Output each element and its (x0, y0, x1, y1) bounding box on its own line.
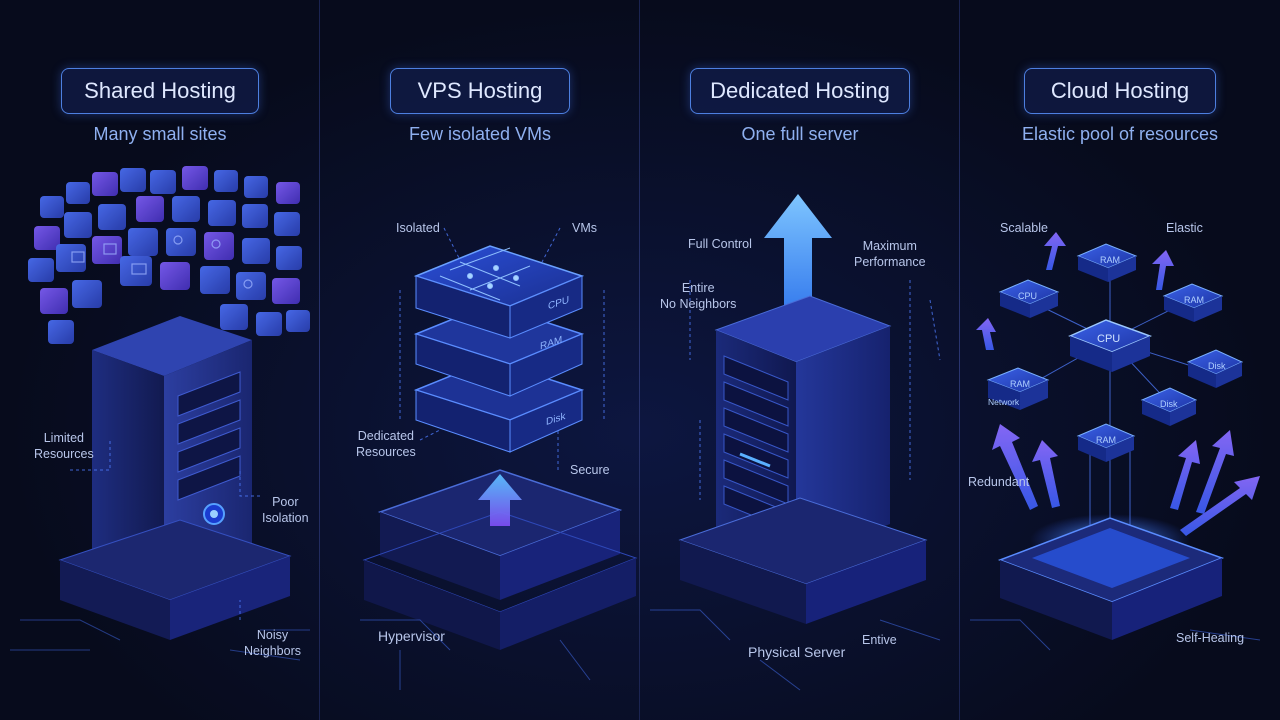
scaling-arrows (976, 232, 1260, 536)
label-entire-no-neighbors: Entire No Neighbors (660, 281, 737, 311)
label-secure: Secure (570, 463, 610, 477)
website-tiles-cluster (28, 166, 310, 344)
label-dedicated-resources: Dedicated Resources (356, 429, 416, 459)
panel-divider (319, 0, 320, 720)
node-ram-label: RAM (1100, 255, 1120, 265)
panel-subtitle: Elastic pool of resources (1021, 124, 1219, 144)
vps-hosting-illustration (360, 227, 638, 690)
node-network-label: Network (988, 397, 1020, 407)
label-poor-isolation: Poor Isolation (262, 495, 309, 525)
panel-divider (639, 0, 640, 720)
node-ram-label: RAM (1010, 379, 1030, 389)
upward-arrow (478, 474, 522, 526)
label-redundant: Redundant (968, 475, 1030, 489)
dedicated-hosting-illustration (650, 194, 941, 691)
panel-subtitle: One full server (741, 124, 859, 144)
label-self-healing: Self-Healing (1176, 631, 1245, 645)
label-scalable: Scalable (1000, 221, 1048, 235)
label-entive: Entive (862, 633, 897, 647)
cloud-resource-nodes (986, 243, 1244, 462)
cloud-hosting-illustration (970, 232, 1261, 651)
node-cpu-center-label: CPU (1097, 333, 1121, 345)
panel-title: Cloud Hosting (1024, 68, 1216, 114)
vm-stack (413, 245, 585, 453)
shared-hosting-illustration (10, 166, 310, 661)
cloud-hosting-panel: Cloud Hosting Elastic pool of resources (960, 0, 1280, 720)
node-ram-label: RAM (1096, 435, 1116, 445)
node-ram-label: RAM (1184, 295, 1204, 305)
label-limited-resources: Limited Resources (34, 431, 94, 461)
node-disk-label: Disk (1160, 399, 1178, 409)
cloud-base (997, 514, 1225, 640)
shared-server-tower (58, 316, 292, 640)
dedicated-server-tower (678, 295, 928, 624)
label-isolated: Isolated (396, 221, 440, 235)
panel-divider (959, 0, 960, 720)
vps-hosting-panel: VPS Hosting Few isolated VMs (320, 0, 640, 720)
label-full-control: Full Control (688, 237, 752, 251)
node-cpu-label: CPU (1018, 291, 1038, 301)
panel-subtitle: Few isolated VMs (408, 124, 552, 144)
panel-subtitle: Many small sites (93, 124, 227, 144)
performance-arrow (764, 194, 832, 330)
panel-title: Dedicated Hosting (690, 68, 910, 114)
dedicated-hosting-panel: Dedicated Hosting One full server (640, 0, 960, 720)
label-hypervisor: Hypervisor (378, 628, 445, 644)
node-disk-label: Disk (1208, 361, 1226, 371)
label-physical-server: Physical Server (748, 644, 846, 660)
shared-hosting-panel: Shared Hosting Many small sites (0, 0, 320, 720)
label-elastic: Elastic (1166, 221, 1203, 235)
label-vms: VMs (572, 221, 597, 235)
panel-title: VPS Hosting (390, 68, 570, 114)
panel-title: Shared Hosting (61, 68, 259, 114)
label-noisy-neighbors: Noisy Neighbors (244, 628, 301, 658)
vm-layer-1 (413, 245, 585, 339)
label-maximum-performance: Maximum Performance (854, 239, 926, 269)
